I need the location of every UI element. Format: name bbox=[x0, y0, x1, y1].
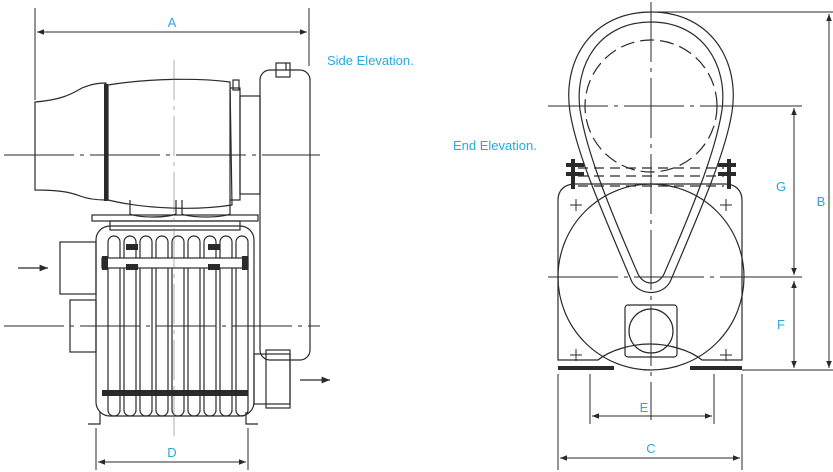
blower-outlet-port bbox=[253, 353, 291, 405]
dimension-g-label: G bbox=[776, 179, 786, 194]
motor-shaft-boss bbox=[232, 79, 240, 91]
end-foot-right bbox=[690, 366, 742, 370]
dimension-g bbox=[706, 105, 802, 278]
dimension-b bbox=[651, 11, 833, 371]
clamp-bar-top bbox=[101, 257, 249, 269]
side-centerlines bbox=[4, 60, 320, 440]
clamp-bar-top-end-right bbox=[242, 256, 248, 270]
dimension-a bbox=[34, 8, 310, 100]
side-elevation-view bbox=[34, 62, 311, 425]
inlet-band bbox=[104, 84, 108, 201]
dimension-d-label: D bbox=[167, 445, 176, 460]
motor-body bbox=[107, 78, 233, 209]
dimension-c-label: C bbox=[646, 441, 655, 456]
clamp-bolt-left-low bbox=[126, 264, 138, 270]
blower-foot-right bbox=[245, 412, 258, 425]
motor-base-plate bbox=[91, 214, 259, 222]
belt-guard bbox=[259, 69, 311, 361]
clamp-bolt-right bbox=[208, 244, 220, 250]
clamp-bolt-right-low bbox=[208, 264, 220, 270]
clamp-bar-bottom bbox=[102, 390, 248, 396]
end-elevation-view bbox=[557, 11, 745, 371]
tension-bolt-right bbox=[718, 159, 736, 189]
dimension-e bbox=[589, 374, 715, 424]
blower-inlet-port bbox=[59, 241, 97, 295]
dimension-a-label: A bbox=[168, 15, 177, 30]
motor-end-cap-outer bbox=[239, 95, 261, 195]
tension-bolt-left bbox=[566, 159, 584, 189]
belt-guard-inner bbox=[275, 62, 291, 78]
clamp-bar-top-end-left bbox=[102, 256, 108, 270]
dimension-b-label: B bbox=[817, 194, 826, 209]
motor-feet bbox=[129, 200, 231, 218]
dimension-e-label: E bbox=[640, 400, 649, 415]
side-elevation-caption: Side Elevation. bbox=[327, 53, 414, 68]
blower-outlet-flange bbox=[265, 349, 291, 409]
end-foot-left bbox=[558, 366, 614, 370]
dimension-d bbox=[95, 428, 249, 470]
inlet-duct bbox=[34, 82, 107, 201]
dimension-f-label: F bbox=[777, 317, 785, 332]
end-elevation-caption: End Elevation. bbox=[453, 138, 537, 153]
clamp-bolt-left bbox=[126, 244, 138, 250]
drive-belt-outer bbox=[568, 11, 734, 294]
dimension-c bbox=[557, 374, 743, 470]
blower-foot-left bbox=[88, 412, 101, 425]
blower-top-flange bbox=[109, 220, 241, 231]
